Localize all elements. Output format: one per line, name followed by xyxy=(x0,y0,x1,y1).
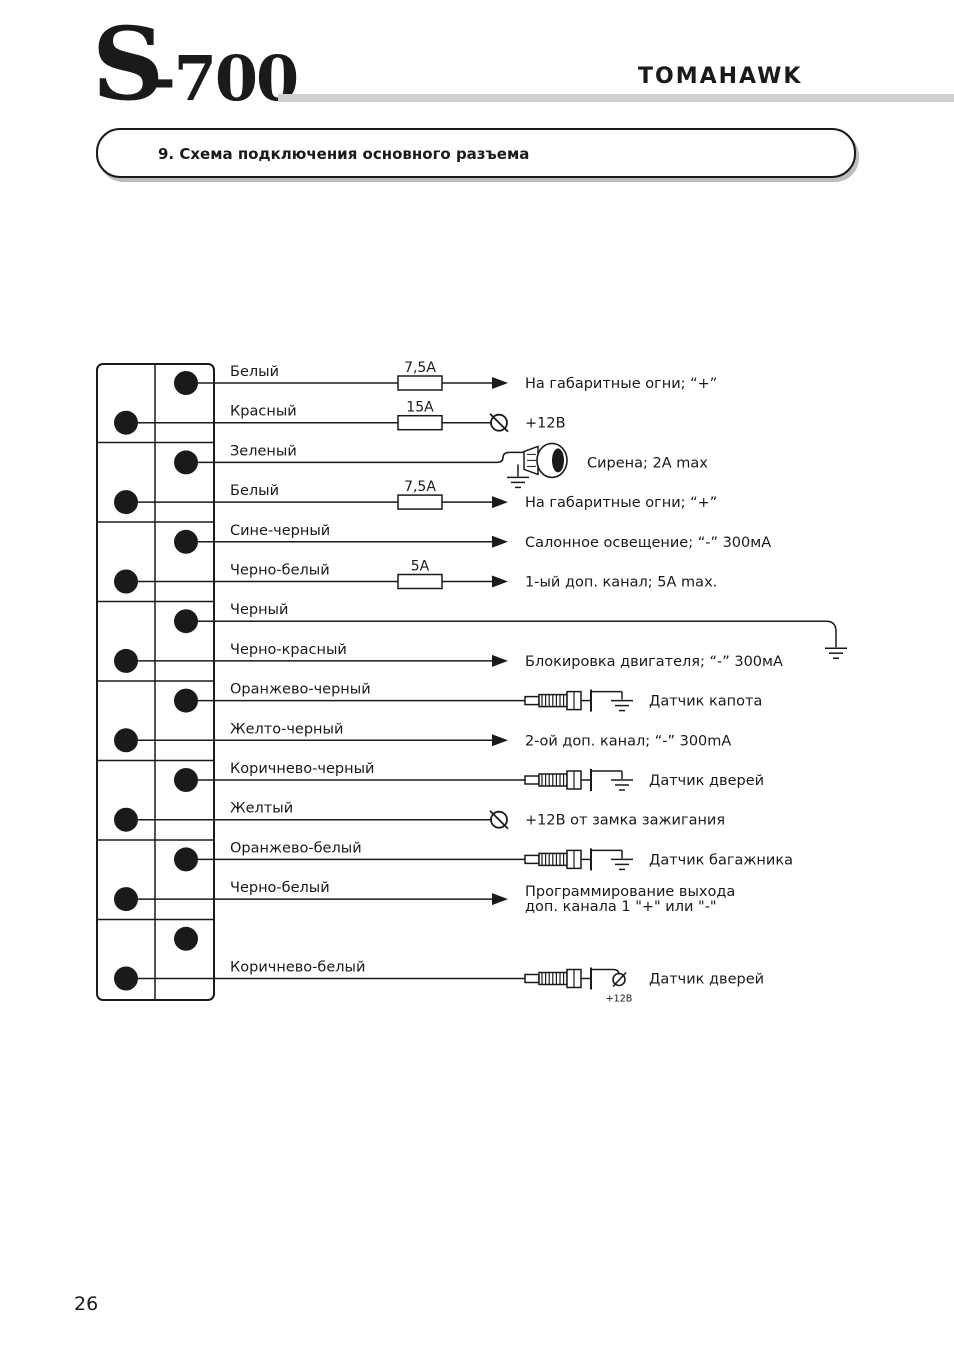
destination-label: Датчик дверей xyxy=(649,972,764,988)
destination-label: Датчик багажника xyxy=(649,852,793,868)
arrow-icon xyxy=(492,535,508,548)
destination-label: Сирена; 2А max xyxy=(587,455,708,471)
terminal-voltage-label: +12В xyxy=(606,994,633,1005)
wire-label: Сине-черный xyxy=(230,523,330,539)
terminal-icon xyxy=(490,810,508,829)
terminal-icon xyxy=(490,413,508,432)
arrow-icon xyxy=(492,893,508,906)
destination-label: +12В xyxy=(525,416,566,432)
fuse-icon xyxy=(397,494,443,510)
destination-label: Датчик дверей xyxy=(649,773,764,789)
fuse-rating: 7,5А xyxy=(404,479,436,495)
arrow-icon xyxy=(492,654,508,667)
terminal-icon xyxy=(489,413,509,433)
siren-icon xyxy=(552,448,564,473)
wire-label: Черно-белый xyxy=(230,880,330,896)
destination-label: Программирование выхода xyxy=(525,884,735,900)
wire-label: Красный xyxy=(230,404,297,420)
arrow-icon xyxy=(492,734,508,747)
section-title: 9. Схема подключения основного разъема xyxy=(158,145,530,163)
connector-pin xyxy=(174,926,198,951)
destination-label: Салонное освещение; “-” 300мА xyxy=(525,535,771,551)
wire-label: Зеленый xyxy=(230,443,297,459)
wire-label: Белый xyxy=(230,364,279,380)
pin-switch-icon xyxy=(524,695,540,706)
switch-12v-wire xyxy=(591,968,620,975)
fuse-rating: 7,5А xyxy=(404,360,436,376)
destination-label: Блокировка двигателя; “-” 300мА xyxy=(525,654,783,670)
wire-label: Белый xyxy=(230,483,279,499)
wire-label: Коричнево-черный xyxy=(230,761,374,777)
wire-label: Оранжево-черный xyxy=(230,682,371,698)
terminal-icon xyxy=(612,972,626,987)
terminal-icon xyxy=(489,810,509,830)
destination-label: Датчик капота xyxy=(649,694,762,710)
section-title-box: 9. Схема подключения основного разъема xyxy=(96,128,856,178)
pin-switch-icon xyxy=(524,775,540,785)
fuse-icon xyxy=(397,375,443,391)
pin-switch-icon xyxy=(524,854,540,865)
wire-label: Черно-красный xyxy=(230,642,347,658)
brand-name: TOMAHAWK xyxy=(638,64,803,89)
wire-label: Оранжево-белый xyxy=(230,840,362,856)
destination-label: +12В от замка зажигания xyxy=(525,813,725,829)
arrow-icon xyxy=(492,496,508,509)
fuse-rating: 5А xyxy=(411,559,430,575)
terminal-icon xyxy=(612,971,627,988)
destination-label: 2-ой доп. канал; “-” 300mA xyxy=(525,733,731,749)
page-header: S -700 TOMAHAWK xyxy=(0,0,954,115)
destination-label: 1-ый доп. канал; 5А max. xyxy=(525,575,717,591)
arrow-icon xyxy=(492,575,508,588)
logo-letter: S xyxy=(92,5,165,123)
page-number: 26 xyxy=(74,1293,99,1315)
wire-label: Желтый xyxy=(230,801,293,817)
wire-label: Желто-черный xyxy=(230,721,343,737)
pin-switch-icon xyxy=(524,973,540,984)
wire-line xyxy=(186,620,837,648)
wire-line xyxy=(186,451,524,464)
destination-label: доп. канала 1 "+" или "-" xyxy=(525,899,717,915)
wire-label: Коричнево-белый xyxy=(230,960,365,976)
wire-label: Черно-белый xyxy=(230,563,330,579)
destination-label: На габаритные огни; “+” xyxy=(525,495,717,511)
wire-label: Черный xyxy=(230,602,288,618)
destination-label: На габаритные огни; “+” xyxy=(525,376,717,392)
fuse-icon xyxy=(397,573,443,590)
fuse-icon xyxy=(397,414,443,431)
arrow-icon xyxy=(492,377,508,389)
fuse-rating: 15А xyxy=(406,400,434,416)
logo-number: -700 xyxy=(150,42,299,115)
header-rule xyxy=(278,94,954,102)
